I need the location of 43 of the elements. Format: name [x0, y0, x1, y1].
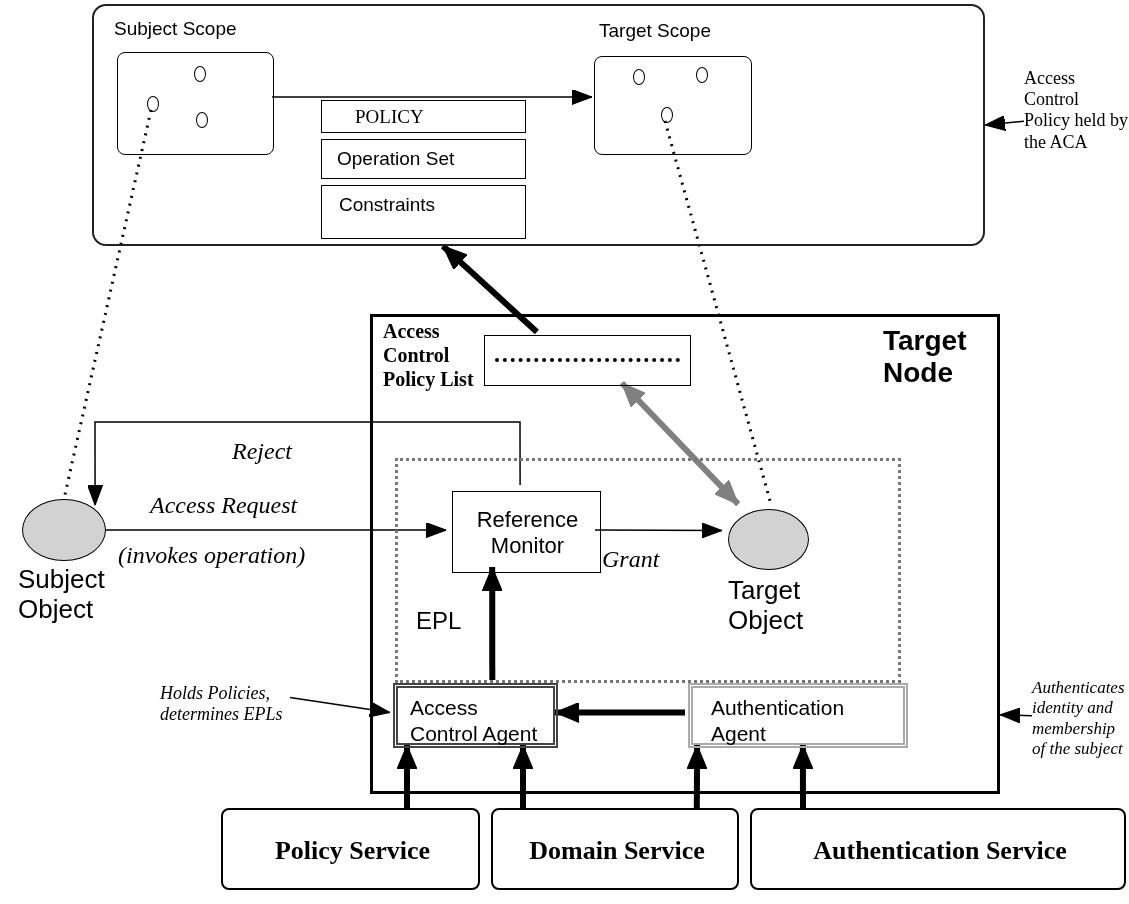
- agent-box: [393, 683, 558, 748]
- box-label: Authentication Agent: [710, 695, 846, 747]
- monitor-box: [452, 491, 601, 573]
- arrow: [289, 696, 391, 718]
- scope-title: Subject Scope: [114, 18, 238, 41]
- arrow: [271, 89, 593, 105]
- service-box: [750, 808, 1126, 890]
- callout-text: Authenticates identity and membership of the subject: [1032, 678, 1126, 761]
- arrow: [792, 744, 814, 808]
- arrow: [105, 522, 447, 539]
- arrow: [984, 115, 1025, 132]
- scope-title: Target Scope: [599, 20, 712, 43]
- arrow: [481, 566, 503, 680]
- arrow: [999, 707, 1033, 724]
- policy-panel: [92, 4, 985, 246]
- service-box: [491, 808, 739, 890]
- policy-field: [321, 100, 526, 133]
- arrow: [619, 380, 741, 507]
- box-label: Constraints: [339, 194, 437, 217]
- service-box: [221, 808, 480, 890]
- arrow: [512, 744, 534, 808]
- box-label: Policy Service: [273, 835, 432, 867]
- object-label: Target Object: [728, 576, 805, 637]
- callout-text: Holds Policies, determines EPLs: [160, 683, 284, 727]
- policy-field: [321, 185, 526, 239]
- node-title: Target Node: [883, 325, 968, 391]
- arrow: [594, 522, 723, 539]
- box-label: Reference Monitor: [475, 505, 580, 560]
- arrow: [554, 702, 685, 723]
- box-label: Authentication Service: [812, 835, 1068, 867]
- agent-box: [688, 683, 908, 748]
- box-label: Domain Service: [528, 835, 706, 867]
- box-label: POLICY: [355, 106, 425, 129]
- object-label: Subject Object: [18, 565, 106, 626]
- arrow: [440, 243, 539, 335]
- box-label: Access Control Agent: [409, 695, 539, 747]
- arrow: [396, 744, 418, 808]
- arrow: [686, 744, 708, 808]
- arrow: [87, 421, 521, 506]
- policy-list-title: Access Control Policy List: [383, 319, 475, 393]
- box-label: Operation Set: [337, 148, 456, 171]
- policy-field: [321, 139, 526, 179]
- callout-text: Access Control Policy held by the ACA: [1024, 68, 1128, 154]
